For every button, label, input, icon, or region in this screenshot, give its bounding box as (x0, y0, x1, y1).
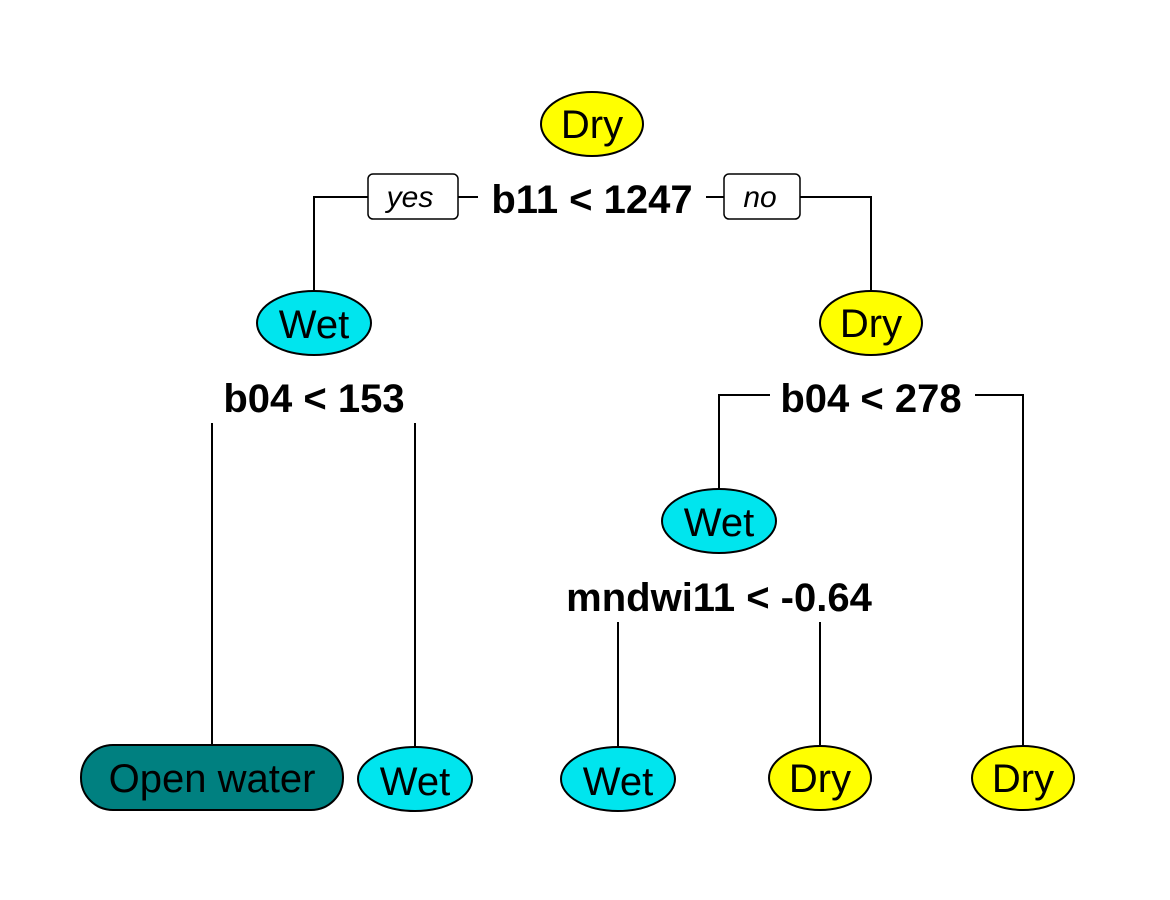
leaf-dry-2: Dry (971, 745, 1075, 811)
node-left: Wet (256, 290, 372, 356)
node-right-left-shape (661, 488, 777, 554)
node-root-shape (540, 91, 644, 157)
node-root: Dry (540, 91, 644, 157)
node-right: Dry (819, 290, 923, 356)
leaf-open-water: Open water (80, 744, 344, 811)
node-right-left-label: Wet (684, 501, 754, 545)
tree-edges (211, 196, 1024, 750)
leaf-5-label: Dry (992, 757, 1054, 801)
leaf-4-shape (768, 745, 872, 811)
branch-label-yes-text: yes (385, 181, 434, 214)
node-right-shape (819, 290, 923, 356)
node-root-label: Dry (561, 103, 623, 147)
leaf-3-shape (560, 746, 676, 812)
edge-right-leaf5 (975, 394, 1024, 748)
edge-right-rightleft (718, 394, 770, 490)
branch-label-yes: yes (367, 173, 459, 220)
leaf-5-shape (971, 745, 1075, 811)
leaf-3-label: Wet (583, 760, 653, 804)
node-left-label: Wet (279, 303, 349, 347)
node-left-shape (256, 290, 372, 356)
edge-root-right (800, 196, 872, 292)
edge-root-left (313, 196, 368, 292)
node-right-label: Dry (840, 302, 902, 346)
branch-label-no-text: no (743, 181, 776, 214)
branch-label-no: no (723, 173, 801, 220)
leaf-1-shape (80, 744, 344, 811)
leaf-wet-1: Wet (357, 746, 473, 812)
leaf-dry-1: Dry (768, 745, 872, 811)
leaf-2-shape (357, 746, 473, 812)
split-right-left: mndwi11 < -0.64 (566, 576, 872, 620)
node-right-left: Wet (661, 488, 777, 554)
split-right: b04 < 278 (780, 377, 961, 421)
split-root: b11 < 1247 (491, 178, 692, 222)
leaf-2-label: Wet (380, 760, 450, 804)
leaf-wet-2: Wet (560, 746, 676, 812)
split-left: b04 < 153 (223, 377, 404, 421)
leaf-1-label: Open water (109, 757, 316, 801)
leaf-4-label: Dry (789, 757, 851, 801)
